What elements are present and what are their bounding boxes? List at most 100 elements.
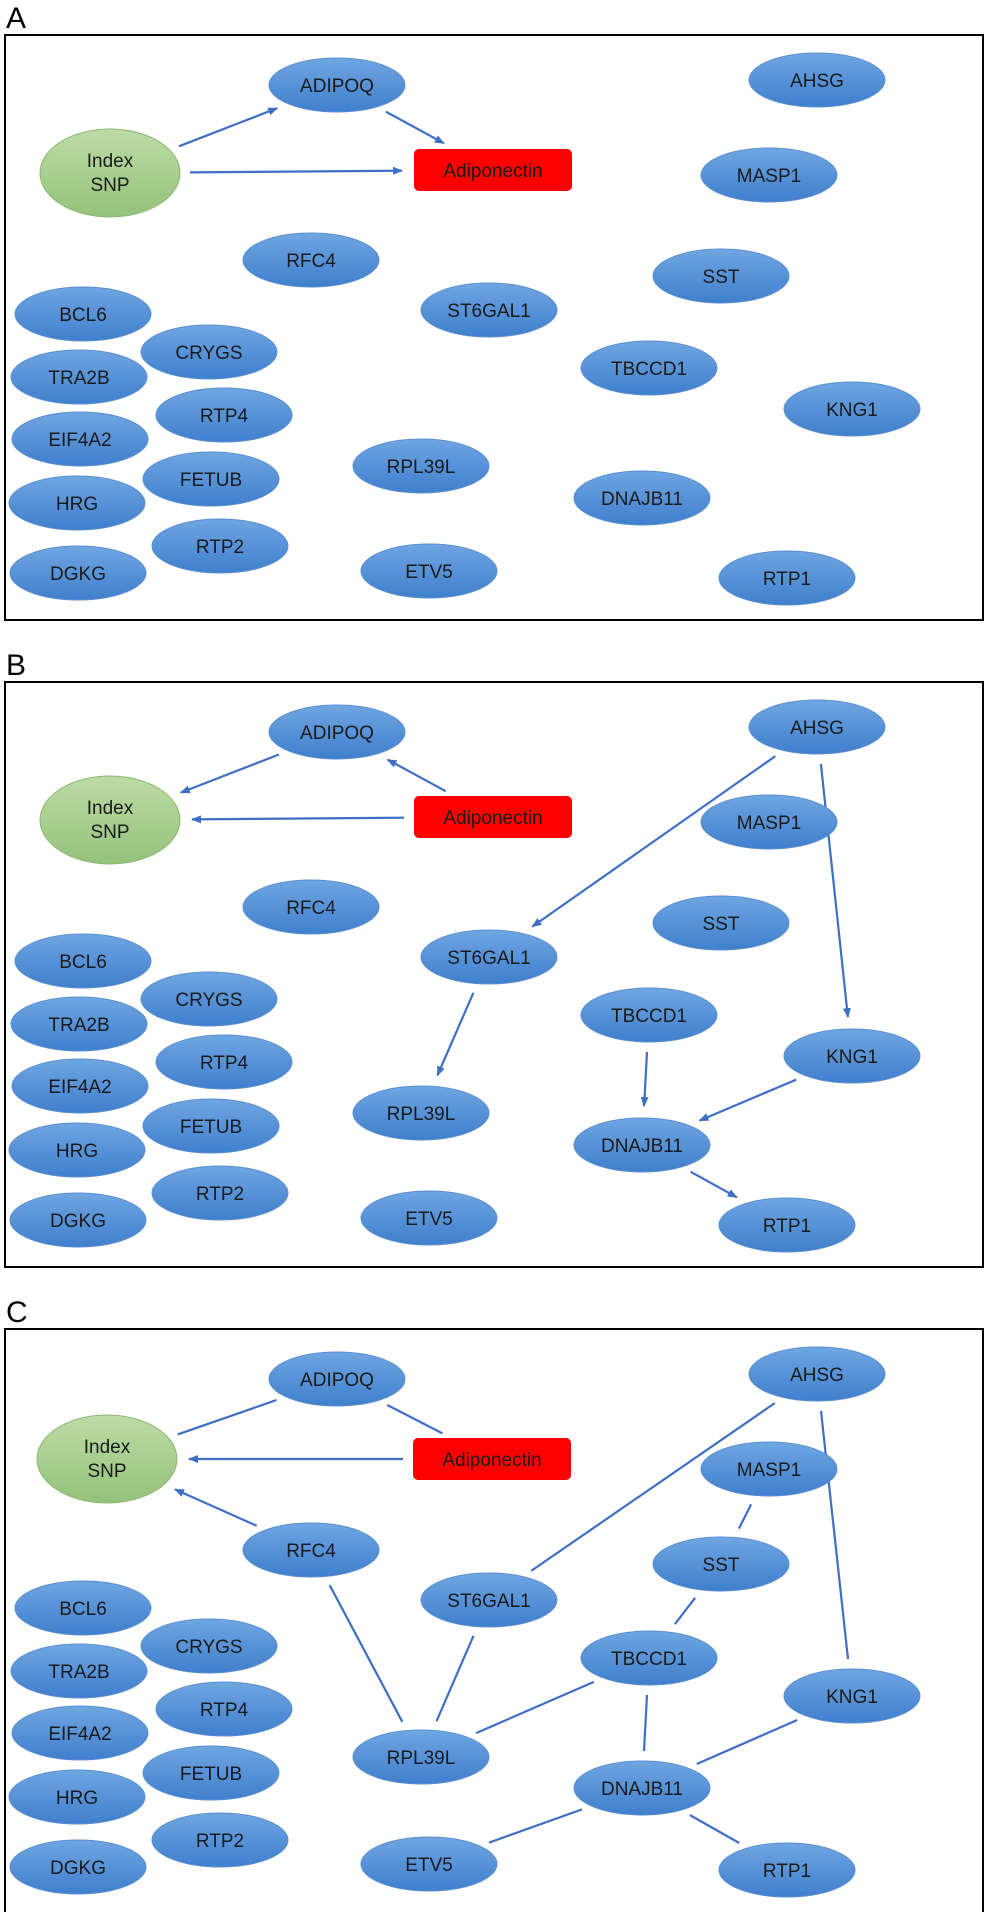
gene-node-rtp1: RTP1 [718,550,856,606]
gene-node-tbccd1: TBCCD1 [580,340,718,396]
gene-node-fetub: FETUB [142,1098,280,1154]
gene-label: TRA2B [48,1662,109,1683]
gene-label: ST6GAL1 [447,1591,530,1612]
gene-label: TBCCD1 [611,359,687,380]
gene-label: SST [703,914,740,935]
edge-index-snp-to-adipoq [178,107,279,148]
gene-label: CRYGS [175,1637,242,1658]
edge-ahsg-to-st6gal1 [530,1402,776,1572]
edge-layer [178,107,445,175]
gene-node-crygs: CRYGS [140,971,278,1027]
gene-ellipse [420,1572,558,1628]
gene-node-rtp4: RTP4 [155,387,293,443]
gene-node-rtp2: RTP2 [151,1165,289,1221]
edge-st6gal1-to-rpl39l [436,992,475,1077]
gene-label: FETUB [180,1764,242,1785]
gene-label: ETV5 [405,1209,453,1230]
gene-label: RTP2 [196,1184,244,1205]
gene-ellipse [573,1117,711,1173]
gene-ellipse [700,1441,838,1497]
edge-adipoq-to-adiponectin [385,110,445,145]
edge-kng1-to-dnajb11 [698,1078,797,1122]
gene-ellipse [783,381,921,437]
adiponectin-node: Adiponectin [414,149,572,191]
gene-node-etv5: ETV5 [360,543,498,599]
edge-ahsg-to-kng1 [819,763,851,1019]
gene-ellipse [420,929,558,985]
gene-ellipse [155,1681,293,1737]
edge-tbccd1-to-dnajb11 [642,1694,649,1752]
gene-node-adipoq: ADIPOQ [268,57,406,113]
gene-label: TRA2B [48,368,109,389]
gene-label: EIF4A2 [48,1077,111,1098]
gene-node-sst: SST [652,895,790,951]
gene-ellipse [352,438,490,494]
gene-node-fetub: FETUB [142,451,280,507]
gene-node-eif4a2: EIF4A2 [11,1058,149,1114]
gene-ellipse [580,340,718,396]
gene-label: ADIPOQ [300,723,374,744]
gene-label: ETV5 [405,562,453,583]
gene-node-eif4a2: EIF4A2 [11,1705,149,1761]
gene-ellipse [268,57,406,113]
gene-node-rtp4: RTP4 [155,1034,293,1090]
gene-node-adipoq: ADIPOQ [268,1351,406,1407]
gene-node-rtp2: RTP2 [151,1812,289,1868]
gene-label: RFC4 [286,1541,336,1562]
gene-label: RPL39L [387,457,456,478]
gene-node-dgkg: DGKG [9,545,147,601]
gene-node-ahsg: AHSG [748,1346,886,1402]
gene-label: BCL6 [59,1599,107,1620]
gene-ellipse [151,1165,289,1221]
gene-node-etv5: ETV5 [360,1836,498,1892]
gene-ellipse [718,1197,856,1253]
gene-node-dnajb11: DNAJB11 [573,1760,711,1816]
gene-label: CRYGS [175,343,242,364]
gene-ellipse [14,286,152,342]
gene-node-tra2b: TRA2B [10,349,148,405]
gene-node-rtp1: RTP1 [718,1842,856,1898]
gene-node-st6gal1: ST6GAL1 [420,282,558,338]
gene-label: HRG [56,1141,98,1162]
index-snp-label: Index [84,1437,131,1458]
gene-ellipse [420,282,558,338]
gene-label: RFC4 [286,251,336,272]
panel-letter: B [6,649,26,682]
gene-node-rfc4: RFC4 [242,879,380,935]
gene-ellipse [573,470,711,526]
gene-ellipse [9,545,147,601]
adiponectin-node: Adiponectin [414,796,572,838]
gene-ellipse [151,518,289,574]
gene-node-etv5: ETV5 [360,1190,498,1246]
gene-ellipse [142,1098,280,1154]
gene-ellipse [140,1618,278,1674]
gene-ellipse [360,1190,498,1246]
gene-label: TBCCD1 [611,1649,687,1670]
gene-label: ADIPOQ [300,76,374,97]
gene-label: RTP4 [200,1700,249,1721]
panel-frame [4,34,984,621]
gene-node-st6gal1: ST6GAL1 [420,1572,558,1628]
gene-node-rtp4: RTP4 [155,1681,293,1737]
gene-label: KNG1 [826,1687,878,1708]
gene-label: RTP2 [196,537,244,558]
gene-node-fetub: FETUB [142,1745,280,1801]
gene-label: KNG1 [826,1047,878,1068]
edge-rfc4-to-rpl39l [328,1584,404,1723]
gene-node-rpl39l: RPL39L [352,1085,490,1141]
panel-letter: C [6,1296,28,1329]
edge-kng1-to-dnajb11 [696,1718,798,1766]
gene-label: AHSG [790,1365,844,1386]
gene-ellipse [580,1630,718,1686]
gene-node-tbccd1: TBCCD1 [580,987,718,1043]
adiponectin-box [413,1438,571,1480]
edge-tbccd1-to-dnajb11 [640,1051,649,1107]
gene-ellipse [14,1580,152,1636]
gene-ellipse [352,1729,490,1785]
gene-ellipse [8,1769,146,1825]
gene-label: RTP1 [763,1216,811,1237]
edge-dnajb11-to-rtp1 [689,1170,738,1199]
adiponectin-label: Adiponectin [443,161,542,182]
